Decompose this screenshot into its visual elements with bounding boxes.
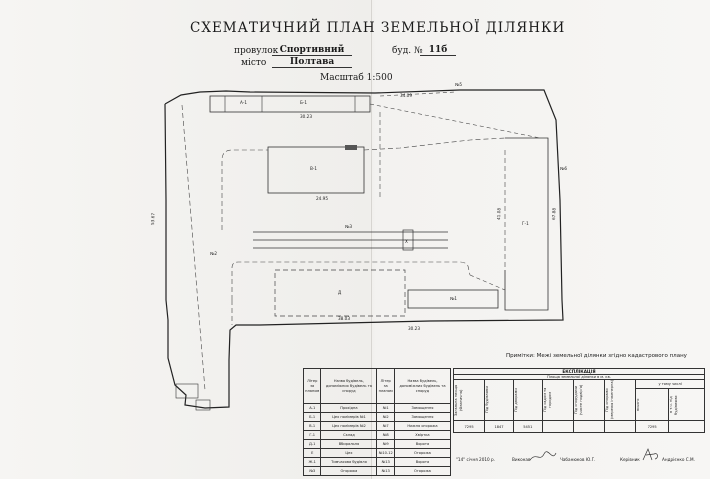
building-a-outline <box>209 95 371 113</box>
x-mark: X <box>405 239 408 244</box>
scale-label: Масштаб 1:500 <box>320 73 393 83</box>
legend-header: Літер за планом <box>376 368 395 404</box>
expl-header: Під будівлями <box>485 386 490 414</box>
head-signature <box>642 448 658 461</box>
expl-header: Під садом та городом <box>542 387 552 413</box>
explication-table: ЕКСПЛІКАЦІЯ Площа земельної ділянки в м.… <box>452 368 705 433</box>
building-v-outline <box>504 137 549 311</box>
expl-subgroup: у тому числі <box>635 379 705 389</box>
page-fold <box>371 0 372 479</box>
fence-2-label: №2 <box>210 251 217 256</box>
bldg-v-label: В-1 <box>310 166 317 171</box>
expl-header: Загальна площа (Фактична) <box>454 384 463 416</box>
legend-header: Назва будівель, допоміжних будівель та с… <box>393 368 452 404</box>
dim-bottom2-label: 38.03 <box>338 316 350 321</box>
dim-mid2-label: 41.08 <box>496 208 501 220</box>
expl-header: Під спорудами (чисте подвір'я) <box>573 384 583 416</box>
dim-bottom-label: 30.23 <box>408 326 420 331</box>
house-label: буд. № <box>392 46 423 56</box>
building-g-outline <box>274 269 406 317</box>
legend-table: Літер за планом Назва будівель, допоміжн… <box>302 368 452 476</box>
legend-header: Назва будівель, допоміжних будівель та с… <box>320 368 378 404</box>
legend-header: Літер за планом <box>302 368 322 404</box>
dim-mid-label: 24.95 <box>316 196 328 201</box>
dim-top-right-label: 34.09 <box>400 93 412 98</box>
fence-3-label: №3 <box>345 224 352 229</box>
street-label: провулок <box>234 46 279 56</box>
bldg-b-label: Б-1 <box>300 100 307 105</box>
bldg-g-label: Г-1 <box>522 221 529 226</box>
street-value: Спортивний <box>272 45 352 56</box>
note-text: Примітки: Межі земельної ділянки згідно … <box>506 353 687 359</box>
head-label: Керівник <box>620 457 640 462</box>
city-label: місто <box>241 58 267 68</box>
expl-header: Під опорами (мережа інженерна) <box>605 380 614 420</box>
page-title: СХЕМАТИЧНИЙ ПЛАН ЗЕМЕЛЬНОЇ ДІЛЯНКИ <box>190 20 566 36</box>
fence-5-label: №5 <box>455 82 462 87</box>
performer-name: Чабанюков Ю.Г. <box>560 457 596 462</box>
building-e-outline <box>407 289 499 309</box>
bldg-a-label: А-1 <box>240 100 247 105</box>
fence-1-label: №1 <box>450 296 457 301</box>
bldg-d-label: Д <box>338 290 342 295</box>
expl-subheader: в т.ч. під будівлями <box>669 394 679 415</box>
house-value: 11б <box>420 45 456 56</box>
fence-6-label: №6 <box>560 166 567 171</box>
date-text: "14" січня 2010 р. <box>456 457 496 462</box>
performer-signature <box>529 451 557 461</box>
city-value: Полтава <box>272 57 352 68</box>
plot-boundary <box>164 89 564 409</box>
performer-label: Виконав <box>512 457 531 462</box>
head-name: Андрієнко С.М. <box>662 457 695 462</box>
expl-subheader: всього <box>636 398 641 411</box>
building-b-outline <box>267 146 365 194</box>
dim-right-label: 67.88 <box>551 208 556 220</box>
dim-left-label: 53.67 <box>150 213 155 225</box>
dim-top-label: 30.23 <box>300 114 312 119</box>
expl-header: Під дворами <box>513 388 518 412</box>
